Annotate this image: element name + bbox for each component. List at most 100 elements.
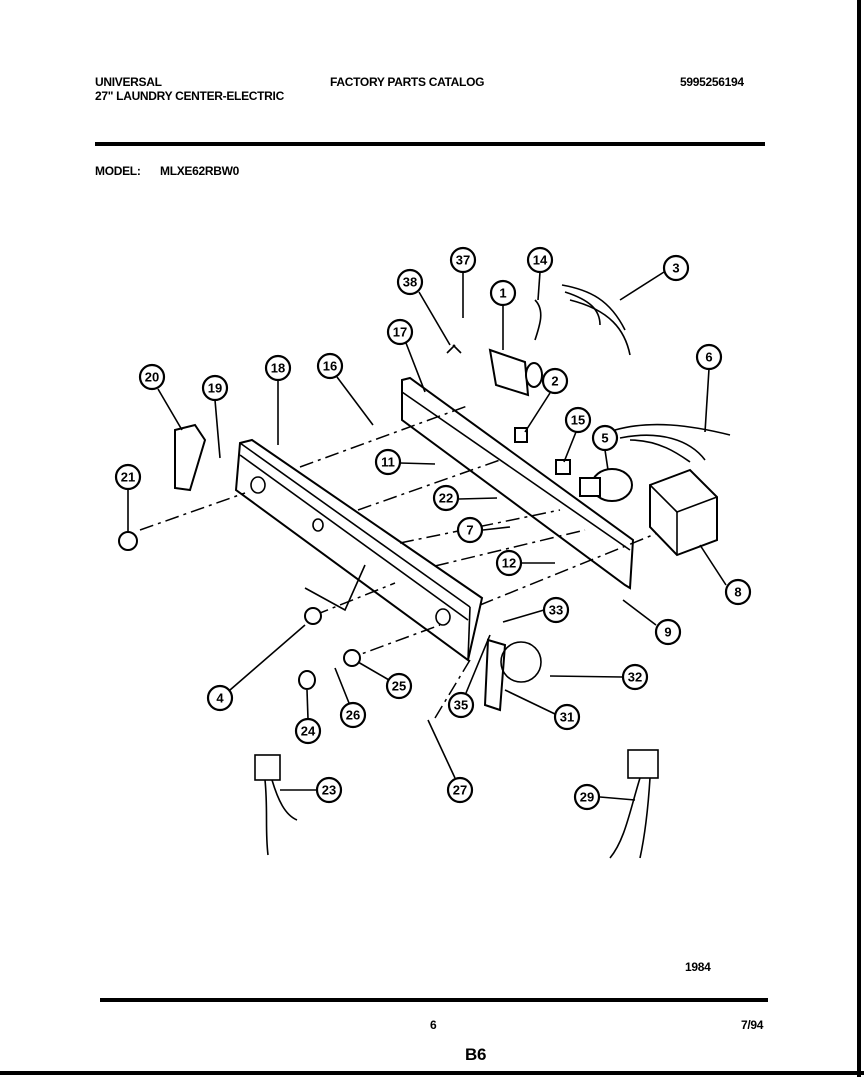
callout-27: 27 [446,776,474,804]
callout-14: 14 [526,246,554,274]
callout-label: 35 [454,698,468,713]
knob-25 [343,649,361,667]
wire-harnesses [254,284,731,859]
callout-38: 38 [396,268,424,296]
callout-circle [432,484,460,512]
control-panel [234,438,484,662]
callout-circle [315,776,343,804]
timer [488,348,530,397]
callout-circle [294,717,322,745]
product-title: 27" LAUNDRY CENTER-ELECTRIC [95,89,284,103]
callout-label: 27 [453,783,467,798]
revision-date: 7/94 [741,1018,764,1032]
callout-circle [542,596,570,624]
callout-15: 15 [564,406,592,434]
callout-circle [662,254,690,282]
switch-15 [555,459,571,475]
knob-4 [304,607,322,625]
callout-3: 3 [662,254,690,282]
callout-label: 14 [533,253,548,268]
callout-circle [316,352,344,380]
callout-label: 7 [466,523,473,538]
callout-label: 19 [208,381,222,396]
callout-17: 17 [386,318,414,346]
callout-label: 17 [393,325,407,340]
callout-circle [446,776,474,804]
callout-22: 22 [432,484,460,512]
callout-label: 20 [145,370,159,385]
callout-label: 18 [271,361,285,376]
callout-label: 33 [549,603,563,618]
callout-circle [695,343,723,371]
callout-label: 21 [121,470,135,485]
catalog-number: 5995256194 [680,75,744,89]
callout-label: 25 [392,679,406,694]
year-code: 1984 [685,960,711,974]
catalog-title: FACTORY PARTS CATALOG [330,75,485,89]
callout-circle [564,406,592,434]
bottom-border [0,1071,864,1075]
callout-circle [489,279,517,307]
callout-label: 22 [439,491,453,506]
callout-circle [541,367,569,395]
callout-32: 32 [621,663,649,691]
callout-25: 25 [385,672,413,700]
switch-2 [514,427,528,443]
callout-16: 16 [316,352,344,380]
brand-name: UNIVERSAL [95,75,162,89]
callout-label: 11 [381,455,395,470]
model-label: MODEL: [95,164,141,178]
callout-12: 12 [495,549,523,577]
callout-circle [447,691,475,719]
callout-label: 2 [551,374,558,389]
callout-35: 35 [447,691,475,719]
callout-label: 16 [323,359,337,374]
callout-7: 7 [456,516,484,544]
callout-label: 24 [301,724,316,739]
callout-circle [526,246,554,274]
callout-8: 8 [724,578,752,606]
knob-24 [298,670,316,690]
callout-label: 1 [499,286,506,301]
rear-bracket [401,376,635,590]
callout-5: 5 [591,424,619,452]
callout-circle [621,663,649,691]
callout-18: 18 [264,354,292,382]
page-number: 6 [430,1018,437,1032]
callout-circle [114,463,142,491]
callout-label: 26 [346,708,360,723]
callout-label: 5 [601,431,608,446]
callout-circle [456,516,484,544]
callout-circle [206,684,234,712]
callout-label: 12 [502,556,516,571]
callout-label: 9 [664,625,671,640]
callout-circle [386,318,414,346]
callout-label: 8 [734,585,741,600]
callout-label: 29 [580,790,594,805]
callout-circle [138,363,166,391]
callout-24: 24 [294,717,322,745]
callout-label: 4 [216,691,224,706]
callout-23: 23 [315,776,343,804]
callout-circle [374,448,402,476]
callout-33: 33 [542,596,570,624]
callout-label: 31 [560,710,574,725]
callout-19: 19 [201,374,229,402]
callout-circle [264,354,292,382]
model-value: MLXE62RBW0 [160,164,240,178]
section-code: B6 [465,1045,487,1064]
callout-4: 4 [206,684,234,712]
parts-drawing [118,271,731,859]
callout-circle [339,701,367,729]
callout-2: 2 [541,367,569,395]
callout-26: 26 [339,701,367,729]
callout-label: 15 [571,413,585,428]
header-divider [95,142,765,146]
callout-6: 6 [695,343,723,371]
callout-label: 32 [628,670,642,685]
callout-circle [449,246,477,274]
callout-label: 38 [403,275,417,290]
callout-circle [724,578,752,606]
